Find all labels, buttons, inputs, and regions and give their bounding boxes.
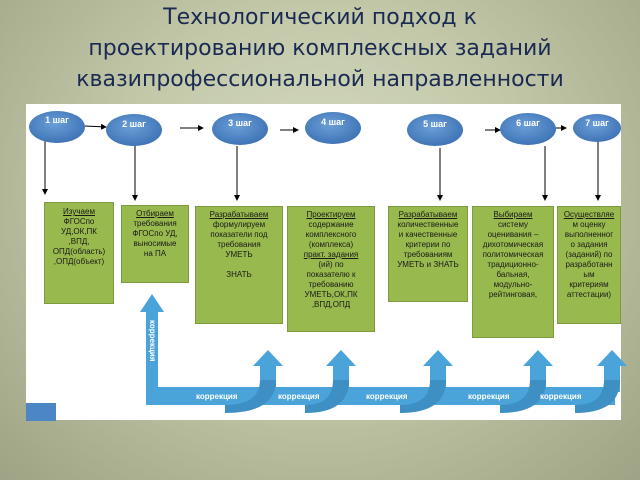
box-6-line: дихотомическая [482,240,544,249]
box-1-line: УД,ОК,ПК [61,227,97,236]
step-label-2: 2 шаг [122,119,146,129]
step-label-3: 3 шаг [228,118,252,128]
box-6-line: Выбираем [493,210,533,219]
box-5-line: Разрабатываем [398,210,458,219]
step-box-3: Разрабатываем формулируем показатели под… [195,206,283,324]
correction-label-4: коррекция [468,392,510,401]
box-1-line: ОПД(область) [52,247,106,256]
box-7-line: аттестации) [566,290,612,299]
step-node-6 [500,113,556,145]
step-node-2 [106,114,162,146]
box-1-line: ,ОПД(объект) [53,257,105,266]
box-5-line: количественные [397,220,459,229]
box-1-line: ,ВПД, [68,237,90,246]
box-6-line: оценивания – [487,230,539,239]
step-box-2: Отбираем требования ФГОСпо УД, выносимые… [121,205,189,283]
step-box-1: Изучаем ФГОСпо УД,ОК,ПК ,ВПД, ОПД(област… [44,202,114,304]
step-node-5 [407,114,463,146]
box-6-line: модульно- [493,280,533,289]
correction-arrows [140,294,627,413]
correction-label-1: коррекция [196,392,238,401]
box-4-line: ,ВПД,ОПД [311,300,351,309]
step-nodes [29,111,621,146]
title-line-3: квазипрофессиональной направленности [76,67,564,92]
step-label-4: 4 шаг [321,117,345,127]
box-6-line: бальная, [496,270,530,279]
box-3-line: Разрабатываем [209,210,269,219]
box-3-line: требования [217,240,261,249]
step-box-6: Выбираем систему оценивания – дихотомиче… [472,206,554,338]
box-5-line: УМЕТЬ и ЗНАТЬ [397,260,459,269]
box-3-line: формулируем [212,220,266,229]
box-4-line: Проектируем [306,210,356,219]
step-label-6: 6 шаг [516,118,540,128]
box-6-line: политомическая [482,250,544,259]
box-3-line: показатели под [210,230,268,239]
down-arrows [42,140,601,201]
box-2-line: на ПА [143,249,167,258]
title-line-1: Технологический подход к [163,5,477,30]
correction-label-2: коррекция [278,392,320,401]
box-2-line: требования [133,219,177,228]
box-3-line [198,260,280,270]
title-line-2: проектированию комплексных заданий [88,36,552,61]
box-1-line: ФГОСпо [63,217,95,226]
correction-label-3: коррекция [366,392,408,401]
box-1-line: Изучаем [63,207,95,216]
box-5-line: и качественные [398,230,458,239]
box-7-line: выполненног [564,230,614,239]
correction-label-vertical: коррекция [148,320,157,362]
box-4-line: комплексного [305,230,357,239]
box-3-line: ЗНАТЬ [226,270,252,279]
box-3-line: УМЕТЬ [225,250,253,259]
box-2-line: Отбираем [136,209,174,218]
step-box-4: Проектируем содержание комплексного (ком… [287,206,375,332]
box-5-line: требованиям [403,250,453,259]
box-7-line: Осуществляе [563,210,615,219]
step-connectors [84,123,567,133]
box-4-line: содержание [308,220,354,229]
box-5-line: критерии по [405,240,451,249]
slide-title: Технологический подход к проектированию … [0,2,640,95]
step-node-3 [212,113,268,145]
box-6-line: систему [497,220,529,229]
box-2-line: ФГОСпо УД, [132,229,178,238]
step-label-7: 7 шаг [585,118,609,128]
box-6-line: рейтинговая, [488,290,538,299]
box-4-line: практ. задания [303,250,359,259]
box-7-line: разработанн [565,260,613,269]
box-2-line: выносимые [133,239,177,248]
box-4-line: (комплекса) [308,240,354,249]
correction-label-5: коррекция [540,392,582,401]
box-7-line: ым [583,270,595,279]
step-label-1: 1 шаг [45,115,69,125]
box-7-line: (заданий) по [565,250,613,259]
step-node-1 [29,111,85,143]
box-4-line: УМЕТЬ,ОК,ПК [304,290,358,299]
step-label-5: 5 шаг [423,119,447,129]
box-7-line: о задания [570,240,608,249]
box-7-line: критериям [569,280,609,289]
box-4-line: требованию [308,280,354,289]
box-7-line: м оценку [572,220,606,229]
box-6-line: традиционно- [487,260,539,269]
step-node-4 [305,112,361,144]
step-node-7 [573,114,621,142]
box-4-line: показателю к [306,270,356,279]
step-box-7: Осуществляе м оценку выполненног о задан… [557,206,621,324]
panel-accent [26,403,56,421]
step-box-5: Разрабатываем количественные и качествен… [388,206,468,302]
box-4-line: (ий) по [318,260,344,269]
